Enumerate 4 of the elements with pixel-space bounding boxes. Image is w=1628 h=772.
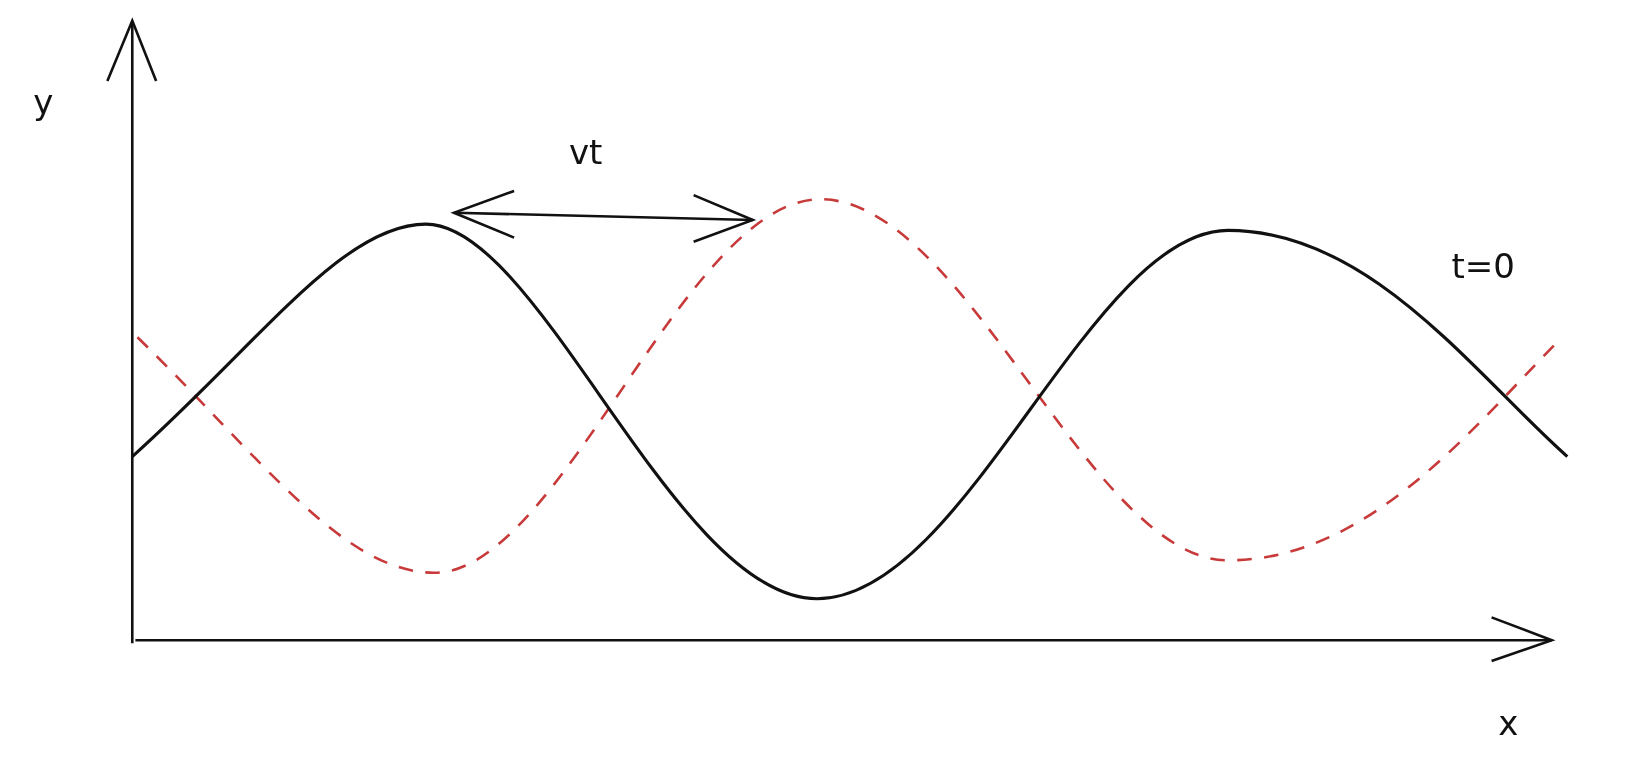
axis-label: x (1498, 706, 1519, 740)
dimension-label: vt (568, 134, 603, 169)
axis-label: y (33, 85, 54, 120)
time-label: t=0 (1451, 249, 1515, 284)
